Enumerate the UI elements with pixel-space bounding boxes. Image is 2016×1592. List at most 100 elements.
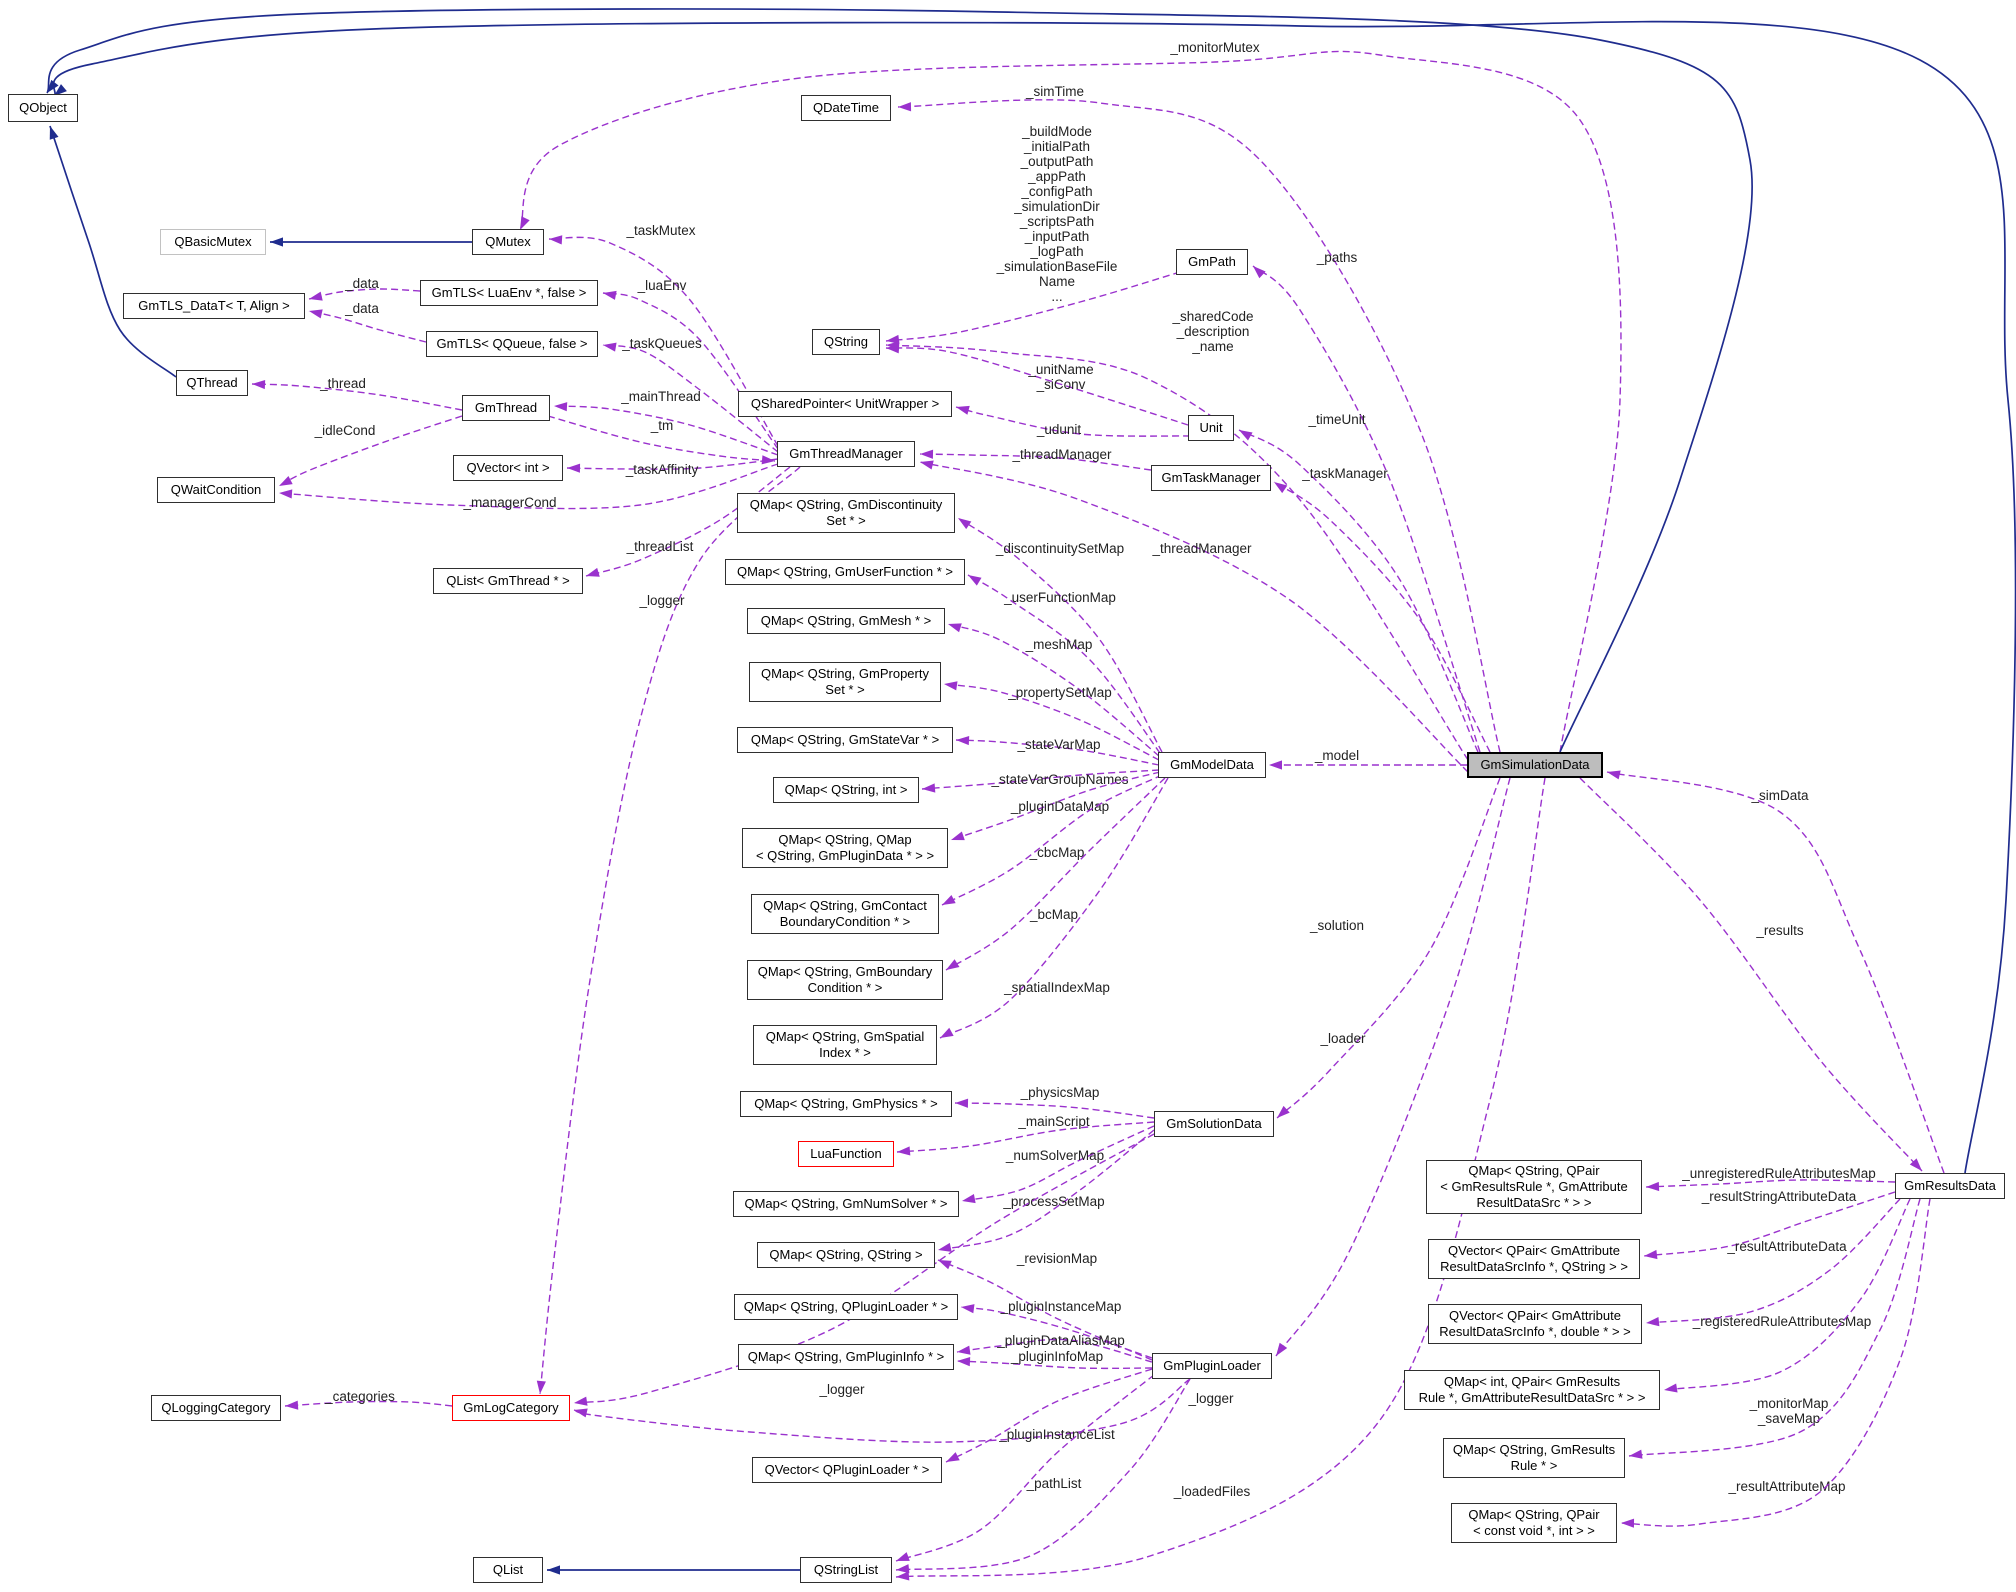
arrowhead-qsharedptr-unitwrapper <box>956 405 970 415</box>
node-gmthread[interactable]: GmThread <box>462 395 550 421</box>
node-qmap-contactbc[interactable]: QMap< QString, GmContact BoundaryConditi… <box>751 894 939 934</box>
edge-label-mainScript: _mainScript <box>1017 1114 1090 1129</box>
arrowhead-qlist-gmthread <box>586 567 600 577</box>
edge-label-logger: _logger <box>1187 1391 1234 1406</box>
edge-label-model: _model <box>1314 748 1359 763</box>
edge-label-spatialIndexMap: _spatialIndexMap <box>1003 980 1110 995</box>
node-qmap-spatialindex[interactable]: QMap< QString, GmSpatial Index * > <box>753 1025 937 1065</box>
node-qmap-userfunc[interactable]: QMap< QString, GmUserFunction * > <box>725 559 965 585</box>
edge-label-pluginInfoMap: _pluginInfoMap <box>1010 1349 1103 1364</box>
node-qwaitcondition[interactable]: QWaitCondition <box>157 477 275 503</box>
arrowhead-qmap-statevar <box>956 735 970 746</box>
node-qmap-statevar[interactable]: QMap< QString, GmStateVar * > <box>737 727 953 753</box>
arrowhead-gmthreadmanager <box>920 449 934 459</box>
node-qvector-int[interactable]: QVector< int > <box>453 455 563 481</box>
edge-label-logger: _logger <box>818 1382 865 1397</box>
node-gmtaskmanager[interactable]: GmTaskManager <box>1151 465 1271 491</box>
edge-label-userFunctionMap: _userFunctionMap <box>1003 590 1116 605</box>
edge-label-taskAffinity: _taskAffinity <box>625 462 699 477</box>
arrowhead-qmap-plugininfo <box>957 1357 971 1367</box>
edge-gmthread-to-gmthreadmanager <box>547 415 776 462</box>
arrowhead-qvector-srcinfo-qstring <box>1644 1249 1658 1260</box>
edge-label-categories: _categories <box>324 1389 395 1404</box>
node-qmap-int-rule[interactable]: QMap< int, QPair< GmResults Rule *, GmAt… <box>1404 1370 1660 1410</box>
edge-gmtaskmanager-to-gmthreadmanager <box>919 453 1152 471</box>
edge-gmthreadmanager-to-gmtls-qqueue <box>602 344 779 453</box>
node-gmmodeldata[interactable]: GmModelData <box>1158 752 1266 778</box>
edge-gmsimulationdata-to-gmsolutiondata <box>1276 777 1501 1119</box>
node-gmthreadmanager[interactable]: GmThreadManager <box>777 441 915 467</box>
node-qmap-resultsrule[interactable]: QMap< QString, GmResults Rule * > <box>1443 1438 1625 1478</box>
node-gmtls-qqueue[interactable]: GmTLS< QQueue, false > <box>426 331 598 357</box>
arrowhead-qmap-bc <box>946 959 960 970</box>
edge-gmmodeldata-to-qmap-contactbc <box>941 774 1163 906</box>
edge-gmthreadmanager-to-qvector-int <box>566 458 779 470</box>
node-qthread[interactable]: QThread <box>176 370 248 396</box>
edge-label-meshMap: _meshMap <box>1025 637 1093 652</box>
node-qmap-discset[interactable]: QMap< QString, GmDiscontinuity Set * > <box>737 493 955 533</box>
node-qdatetime[interactable]: QDateTime <box>801 95 891 121</box>
edge-gmpath-to-qstring <box>885 271 1181 342</box>
node-qmap-plugininfo[interactable]: QMap< QString, GmPluginInfo * > <box>738 1344 954 1370</box>
arrowhead-qwaitcondition <box>279 475 293 486</box>
node-qmap-qmap-plugindata[interactable]: QMap< QString, QMap < QString, GmPluginD… <box>742 828 948 868</box>
node-qvector-srcinfo-qstring[interactable]: QVector< QPair< GmAttribute ResultDataSr… <box>1428 1239 1640 1279</box>
node-qsharedptr-unitwrapper[interactable]: QSharedPointer< UnitWrapper > <box>738 391 952 417</box>
arrowhead-qvector-int <box>567 463 581 473</box>
edge-gmpluginloader-to-qstringlist <box>895 1378 1191 1571</box>
node-qvector-srcinfo-double[interactable]: QVector< QPair< GmAttribute ResultDataSr… <box>1428 1304 1642 1344</box>
node-gmsolutiondata[interactable]: GmSolutionData <box>1154 1111 1274 1137</box>
node-qstringlist[interactable]: QStringList <box>800 1557 892 1583</box>
node-qmap-numsolver[interactable]: QMap< QString, GmNumSolver * > <box>733 1191 959 1217</box>
node-luafunction[interactable]: LuaFunction <box>798 1141 894 1167</box>
edge-label-pluginDataMap: _pluginDataMap <box>1010 799 1109 814</box>
edge-gmsimulationdata-to-gmresultsdata <box>1579 777 1923 1172</box>
node-gmresultsdata[interactable]: GmResultsData <box>1895 1173 2005 1199</box>
node-qvector-qpluginloader[interactable]: QVector< QPluginLoader * > <box>752 1457 942 1483</box>
node-qmap-qpluginloader[interactable]: QMap< QString, QPluginLoader * > <box>734 1294 958 1320</box>
edge-gmresultsdata-to-qvector-srcinfo-double <box>1645 1198 1901 1324</box>
edge-label-idleCond: _idleCond <box>314 423 376 438</box>
edge-gmthreadmanager-to-qwaitcondition <box>278 463 779 510</box>
node-qmap-physics[interactable]: QMap< QString, GmPhysics * > <box>740 1091 952 1117</box>
node-gmsimulationdata[interactable]: GmSimulationData <box>1467 752 1603 778</box>
edge-gmmodeldata-to-qmap-qmap-plugindata <box>950 771 1161 841</box>
node-qmap-ruleattr[interactable]: QMap< QString, QPair < GmResultsRule *, … <box>1426 1160 1642 1214</box>
node-qlist[interactable]: QList <box>473 1557 543 1583</box>
node-qobject[interactable]: QObject <box>8 94 78 122</box>
arrowhead-qlist <box>547 1565 560 1575</box>
node-qbasicmutex[interactable]: QBasicMutex <box>160 229 266 255</box>
node-qloggingcategory[interactable]: QLoggingCategory <box>151 1395 281 1421</box>
edge-gmthreadmanager-to-gmthread <box>553 405 779 456</box>
node-qmap-int[interactable]: QMap< QString, int > <box>773 777 919 803</box>
edge-label-luaEnv: _luaEnv <box>637 278 687 293</box>
node-gmpath[interactable]: GmPath <box>1176 249 1248 275</box>
edge-label-managerCond: _managerCond <box>462 495 556 510</box>
node-gmlogcategory[interactable]: GmLogCategory <box>452 1395 570 1421</box>
edge-label-pluginInstanceList: _pluginInstanceList <box>998 1427 1115 1442</box>
arrowhead-qobject <box>49 126 59 140</box>
edge-gmmodeldata-to-qmap-discset <box>957 517 1163 753</box>
node-gmpluginloader[interactable]: GmPluginLoader <box>1152 1353 1272 1379</box>
edge-gmmodeldata-to-qmap-statevar <box>955 739 1160 766</box>
edge-gmthread-to-qthread <box>251 383 463 411</box>
node-qmap-qstring[interactable]: QMap< QString, QString > <box>757 1242 935 1268</box>
edge-label-threadList: _threadList <box>626 539 694 554</box>
node-unit[interactable]: Unit <box>1188 415 1234 441</box>
node-qmap-bc[interactable]: QMap< QString, GmBoundary Condition * > <box>747 960 943 1000</box>
node-qstring[interactable]: QString <box>812 329 880 355</box>
edge-label-simData: _simData <box>1750 788 1809 803</box>
arrowhead-qstringlist <box>896 1571 910 1581</box>
node-gmtls-luaenv[interactable]: GmTLS< LuaEnv *, false > <box>420 280 598 306</box>
edge-label-mainThread: _mainThread <box>620 389 701 404</box>
node-qmap-propset[interactable]: QMap< QString, GmProperty Set * > <box>749 662 941 702</box>
node-qmap-mesh[interactable]: QMap< QString, GmMesh * > <box>747 608 945 634</box>
node-qmap-constvoid[interactable]: QMap< QString, QPair < const void *, int… <box>1451 1503 1617 1543</box>
arrowhead-qstring <box>886 344 900 354</box>
edge-gmmodeldata-to-qmap-propset <box>943 683 1160 761</box>
node-qmutex[interactable]: QMutex <box>472 229 544 255</box>
node-qlist-gmthread[interactable]: QList< GmThread * > <box>433 568 583 594</box>
arrowhead-qwaitcondition <box>279 489 293 499</box>
edge-label-numSolverMap: _numSolverMap <box>1005 1148 1104 1163</box>
node-gmtls-datat[interactable]: GmTLS_DataT< T, Align > <box>123 293 305 319</box>
